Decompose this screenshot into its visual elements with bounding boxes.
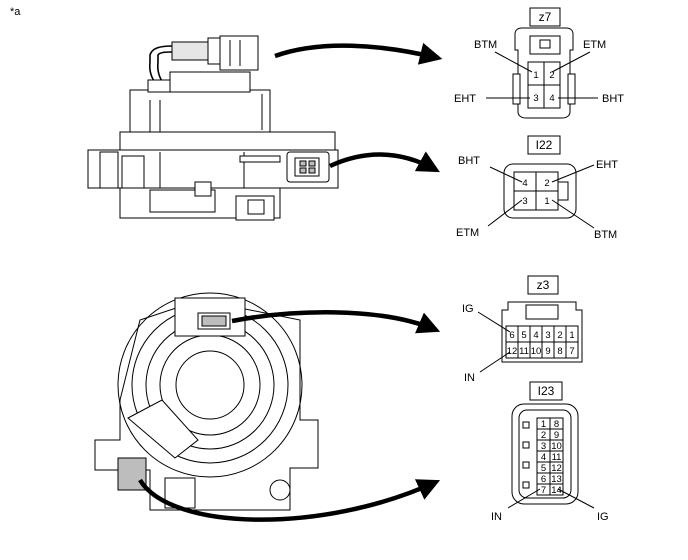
connector-i23-pin: 2 bbox=[541, 430, 546, 441]
connector-i23-title-box bbox=[529, 381, 563, 401]
connector-i23: I23 1 2 3 4 5 6 7 8 9 10 11 12 13 14 IN … bbox=[491, 381, 609, 523]
connector-z3-pin: 6 bbox=[509, 330, 514, 341]
connector-i22-title: I22 bbox=[536, 138, 553, 152]
connector-z3-pin: 12 bbox=[507, 346, 518, 357]
connector-i23-pin: 10 bbox=[551, 441, 562, 452]
connector-z3-label-ig: IG bbox=[462, 303, 474, 315]
connector-i23-pin: 3 bbox=[541, 441, 546, 452]
connector-z7-label-etm: ETM bbox=[583, 39, 606, 51]
connector-z7-title: z7 bbox=[539, 10, 552, 24]
connector-i23-pin: 8 bbox=[554, 419, 559, 430]
pointer-arrows bbox=[138, 42, 443, 522]
connector-i23-pin: 13 bbox=[551, 474, 562, 485]
connector-i22-pin: 4 bbox=[522, 178, 527, 189]
connector-i23-pin: 7 bbox=[541, 485, 546, 496]
connector-i23-label-in: IN bbox=[491, 511, 502, 523]
connector-i23-pin: 9 bbox=[554, 430, 559, 441]
connector-z3-pin: 7 bbox=[569, 346, 574, 357]
connector-i23-pin: 6 bbox=[541, 474, 546, 485]
connector-i22-label-etm: ETM bbox=[456, 227, 479, 239]
connector-i23-pin: 11 bbox=[552, 452, 562, 463]
connector-z3-pin: 10 bbox=[531, 346, 542, 357]
connector-i23-pin: 1 bbox=[541, 419, 546, 430]
connector-i22-label-btm: BTM bbox=[594, 229, 617, 241]
connector-i23-title: I23 bbox=[538, 384, 555, 398]
connector-i23-label-ig: IG bbox=[597, 511, 609, 523]
connector-z7: z7 1 2 3 4 BTM ETM EHT BHT bbox=[454, 7, 624, 119]
connector-i22-title-box bbox=[527, 135, 561, 155]
connector-z7-pin: 2 bbox=[549, 70, 554, 81]
connector-z7-label-eht: EHT bbox=[454, 93, 476, 105]
spiral-cable-upper-illustration bbox=[87, 35, 339, 221]
connector-z7-label-btm: BTM bbox=[474, 39, 497, 51]
connector-z7-pin: 4 bbox=[549, 93, 554, 104]
connector-i22-pin: 1 bbox=[544, 196, 549, 207]
connector-z3-pin: 8 bbox=[557, 346, 562, 357]
connector-i22-pin: 2 bbox=[544, 178, 549, 189]
connector-z3-pin: 9 bbox=[545, 346, 550, 357]
connector-z3-pin: 4 bbox=[533, 330, 538, 341]
connector-z3-title-box bbox=[527, 275, 559, 295]
connector-z7-label-bht: BHT bbox=[602, 93, 624, 105]
connector-i22-label-bht: BHT bbox=[458, 155, 480, 167]
connector-z7-pin: 1 bbox=[533, 70, 538, 81]
connector-i22: I22 4 2 3 1 BHT EHT ETM BTM bbox=[456, 135, 618, 241]
connector-z3: z3 6 5 4 3 2 1 12 11 10 9 8 7 IG IN bbox=[462, 275, 583, 384]
connector-z3-pin: 3 bbox=[545, 330, 550, 341]
connector-z3-pin: 2 bbox=[557, 330, 562, 341]
connector-z3-pin: 1 bbox=[569, 330, 574, 341]
connector-i23-pin: 14 bbox=[551, 485, 562, 496]
connector-z3-pin: 11 bbox=[519, 346, 529, 357]
connector-i23-pin: 5 bbox=[541, 463, 546, 474]
connector-i23-pin: 4 bbox=[541, 452, 546, 463]
spiral-cable-lower-illustration bbox=[94, 292, 319, 511]
connector-z7-title-box bbox=[529, 7, 561, 27]
connector-i23-pin: 12 bbox=[551, 463, 562, 474]
connector-i22-label-eht: EHT bbox=[596, 159, 618, 171]
connector-z7-pin: 3 bbox=[533, 93, 538, 104]
connector-z3-pin: 5 bbox=[521, 330, 526, 341]
connector-i22-pin: 3 bbox=[522, 196, 527, 207]
figure-tag: *a bbox=[10, 6, 21, 18]
connector-z3-title: z3 bbox=[537, 278, 550, 292]
connector-z3-label-in: IN bbox=[464, 372, 475, 384]
